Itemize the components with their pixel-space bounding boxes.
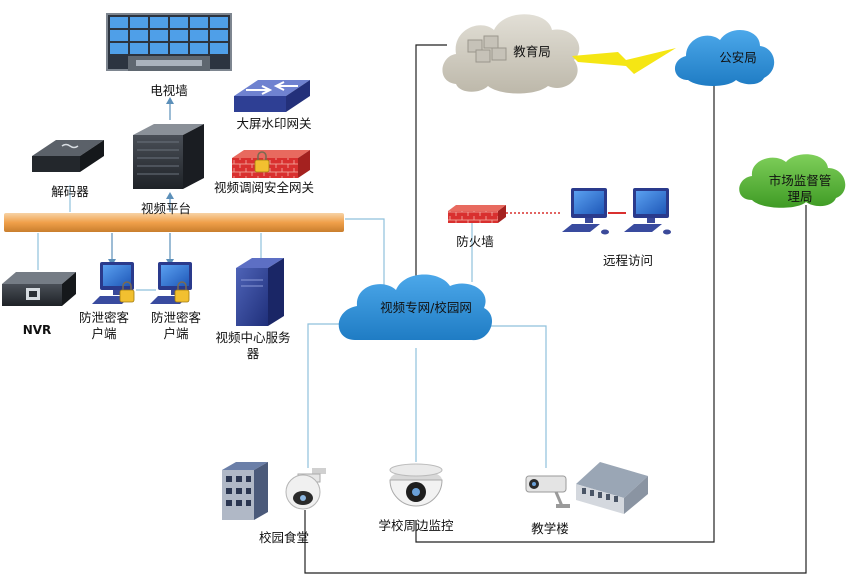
label-remote-access: 远程访问 [602,253,653,268]
label-education-bureau: 教育局 [513,44,551,59]
network-bus [4,213,344,232]
arrow-head-up-2 [166,192,174,199]
decoder-icon [32,140,104,172]
client-pc-2-icon [150,262,192,304]
link-bus-to-cloud [345,218,385,293]
center-server-icon [236,258,284,326]
label-video-wall: 电视墙 [150,83,188,98]
teaching-building-icon [576,462,648,514]
video-platform-icon [133,124,204,189]
nvr-icon [2,272,76,306]
label-security-gateway: 视频调阅安全网关 [214,180,315,195]
label-firewall: 防火墙 [456,234,494,249]
label-public-security: 公安局 [719,50,757,65]
label-teaching-building: 教学楼 [531,521,569,536]
label-perimeter-monitor: 学校周边监控 [378,518,454,533]
label-client-1: 防泄密客户端 [78,310,129,341]
link-cloud-to-teaching [478,325,547,468]
canteen-building-icon [222,462,268,520]
wire-perimeter-to-public-security [415,80,715,543]
dome-camera-icon [389,463,443,507]
label-decoder: 解码器 [51,184,89,199]
label-canteen: 校园食堂 [258,530,309,545]
label-video-platform: 视频平台 [140,201,191,216]
wire-cloud-to-education [415,44,447,280]
remote-pc-2-icon [624,188,671,235]
wire-canteen-to-market [304,205,807,574]
market-supervision-cloud [739,154,846,208]
remote-pc-1-icon [562,188,609,235]
link-cloud-to-canteen [307,323,355,468]
label-watermark-gateway: 大屏水印网关 [236,116,312,131]
label-client-2: 防泄密客户端 [150,310,201,341]
education-bureau-cloud [442,14,580,94]
client-pc-1-icon [92,262,135,304]
public-security-cloud [674,29,775,86]
education-server-icon [467,35,507,63]
bullet-camera-icon [525,475,570,508]
arrow-head-up-1 [166,97,174,104]
security-gateway-icon [232,150,310,178]
video-wall-icon [106,13,232,71]
ptz-camera-icon [285,468,326,510]
label-market-supervision: 市场监督管理局 [768,173,832,204]
label-network-cloud: 视频专网/校园网 [380,300,472,315]
network-cloud [338,274,493,341]
firewall-icon [448,205,506,223]
label-center-server: 视频中心服务器 [215,330,291,361]
lightning-bolt-icon [572,48,676,74]
label-nvr: NVR [22,323,52,337]
watermark-gateway-icon [234,80,310,112]
